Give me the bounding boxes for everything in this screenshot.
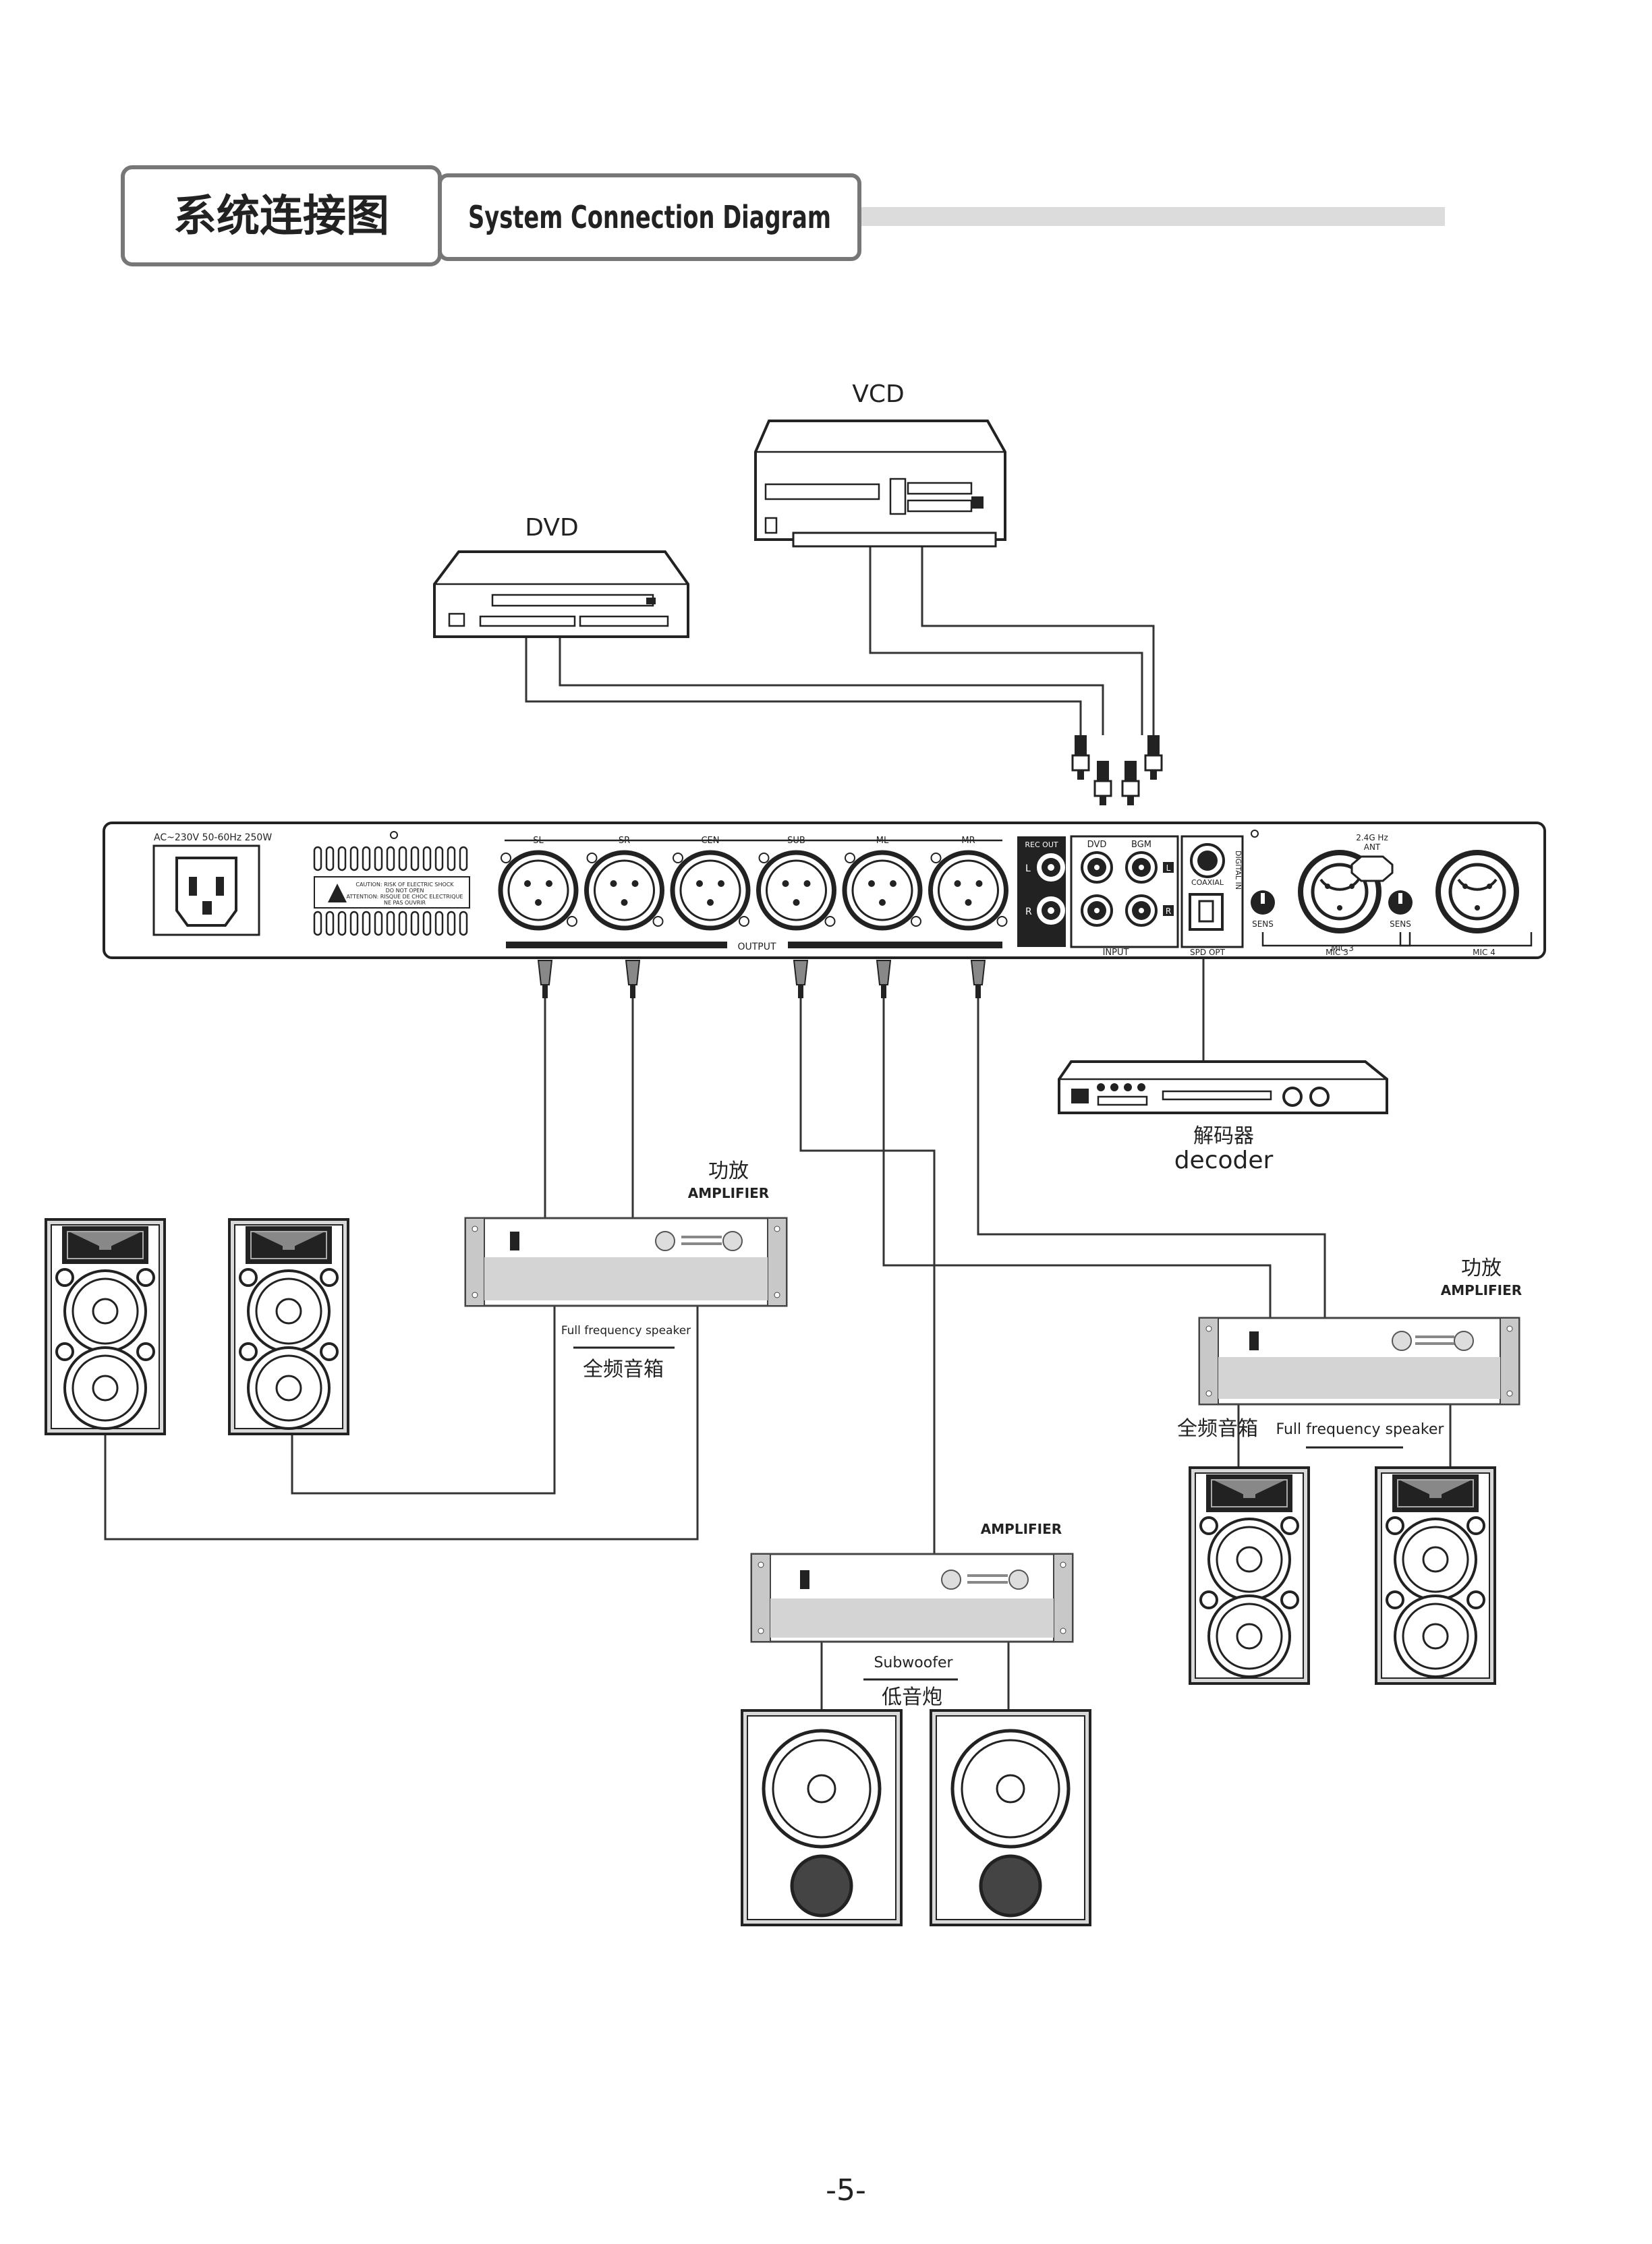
output-label-cen: CEN	[701, 836, 719, 846]
header-box-en	[438, 173, 861, 261]
vcd-body	[754, 420, 1006, 541]
rca-plug	[1093, 761, 1112, 805]
cable-sub	[799, 998, 936, 1554]
title-en: System Connection Diagram	[468, 199, 831, 235]
amplifier-right: 功放 AMPLIFIER 全频音箱 Full frequency speaker	[1177, 1257, 1522, 1449]
output-label-sub: SUB	[787, 836, 805, 846]
output-group-label: OUTPUT	[737, 942, 776, 952]
dvd-player: DVD	[433, 514, 689, 638]
amp-right-cn: 功放	[1461, 1257, 1502, 1280]
decoder-label-cn: 解码器	[1193, 1124, 1254, 1148]
xlr-plug	[793, 960, 809, 998]
full-range-speaker	[45, 1218, 166, 1435]
sens-label: SENS	[1390, 919, 1411, 929]
title-cn: 系统连接图	[173, 192, 389, 241]
decoder: 解码器 decoder	[1058, 1060, 1388, 1174]
amp-left-en: AMPLIFIER	[688, 1185, 769, 1201]
decoder-label-en: decoder	[1174, 1147, 1274, 1174]
subwoofer-speaker	[930, 1709, 1091, 1926]
amp-right-speaker-en: Full frequency speaker	[1276, 1421, 1445, 1438]
rear-panel: AC~230V 50-60Hz 250W CAUTION: RISK OF EL…	[103, 822, 1546, 959]
cable-amp-left-speaker2	[291, 1305, 556, 1495]
input-l: L	[1166, 863, 1171, 873]
input-bgm-label: BGM	[1131, 840, 1151, 850]
vcd-tray	[764, 483, 880, 500]
input-jacks	[1081, 851, 1158, 927]
spd-opt-label: SPD OPT	[1190, 948, 1226, 957]
amplifier-sub: AMPLIFIER Subwoofer 低音炮	[750, 1521, 1074, 1709]
amp-body	[1198, 1317, 1520, 1406]
subwoofer-speaker	[741, 1709, 903, 1926]
caution-line: CAUTION: RISK OF ELECTRIC SHOCK	[355, 882, 454, 888]
output-label-mr: MR	[961, 836, 975, 846]
sens-label: SENS	[1252, 919, 1274, 929]
xlr-plug	[876, 960, 892, 998]
antenna-label: ANT	[1364, 842, 1381, 852]
rca-plug	[1071, 735, 1090, 780]
output-label-ml: ML	[876, 836, 889, 846]
mic4-caption: MIC 4	[1473, 948, 1496, 957]
amp-sub-speaker-en: Subwoofer	[874, 1655, 953, 1671]
amplifier-left: 功放 AMPLIFIER Full frequency speaker 全频音箱	[464, 1159, 788, 1381]
amp-right-en: AMPLIFIER	[1441, 1282, 1522, 1298]
cable-dvd-left	[525, 637, 1082, 735]
full-range-speaker	[1189, 1466, 1310, 1685]
vcd-jacks	[792, 531, 997, 548]
caution-line: NE PAS OUVRIR	[384, 900, 426, 906]
full-range-speaker	[228, 1218, 349, 1435]
full-range-speaker	[1375, 1466, 1496, 1685]
amp-sub-en: AMPLIFIER	[981, 1521, 1062, 1537]
rec-out-r: R	[1025, 907, 1032, 917]
vcd-player: VCD	[754, 380, 1006, 548]
rca-plugs	[1071, 735, 1163, 805]
cable-mr	[977, 998, 1326, 1318]
mic3-caption: MIC 3	[1326, 948, 1348, 957]
amp-left-cn: 功放	[708, 1159, 749, 1183]
input-dvd-label: DVD	[1087, 840, 1107, 850]
caution-line: ATTENTION: RISQUE DE CHOC ELECTRIQUE	[347, 894, 463, 900]
page-number: -5-	[826, 2173, 866, 2208]
speakers	[45, 1218, 1496, 1926]
xlr-plug	[970, 960, 986, 998]
vent-slots	[313, 846, 468, 936]
caution-line: DO NOT OPEN	[386, 888, 424, 894]
coaxial-label: COAXIAL	[1191, 878, 1224, 887]
cable-ml-amp	[882, 1151, 1272, 1318]
amp-left-speaker-cn: 全频音箱	[583, 1358, 664, 1381]
xlr-plugs	[537, 960, 986, 998]
amp-right-speaker-cn: 全频音箱	[1177, 1417, 1258, 1441]
antenna-connector	[1350, 855, 1394, 882]
dvd-label: DVD	[525, 514, 578, 542]
xlr-plug	[625, 960, 641, 998]
rec-out-label: REC OUT	[1025, 840, 1058, 849]
vcd-label: VCD	[852, 380, 904, 408]
amp-body	[750, 1553, 1074, 1643]
power-label: AC~230V 50-60Hz 250W	[154, 832, 272, 843]
cable-dvd-right	[559, 637, 1104, 735]
input-block	[1070, 835, 1179, 948]
rca-plug	[1121, 761, 1140, 805]
xlr-outputs: SL SR CEN SUB ML MR	[498, 836, 1008, 931]
header: 系统连接图 System Connection Diagram	[121, 165, 1445, 266]
mic3-label: MIC 3	[1331, 944, 1354, 953]
input-r: R	[1166, 907, 1171, 916]
cables	[104, 545, 1452, 1710]
amp-sub-speaker-cn: 低音炮	[882, 1686, 942, 1709]
cable-vcd-right	[921, 545, 1155, 735]
digital-in-label: DIGITAL IN	[1234, 851, 1243, 890]
cable-amp-left-speaker1	[104, 1305, 699, 1541]
output-label-sl: SL	[533, 836, 544, 846]
rec-out-block	[1017, 836, 1066, 947]
amp-body	[464, 1217, 788, 1307]
rca-plug	[1144, 735, 1163, 780]
antenna-freq-label: 2.4G Hz	[1356, 833, 1388, 842]
xlr-plug	[537, 960, 553, 998]
cable-vcd-left	[869, 545, 1143, 735]
amp-left-speaker-en: Full frequency speaker	[561, 1324, 691, 1337]
output-label-sr: SR	[619, 836, 630, 846]
rec-out-l: L	[1025, 863, 1031, 874]
input-group-label: INPUT	[1103, 948, 1129, 958]
